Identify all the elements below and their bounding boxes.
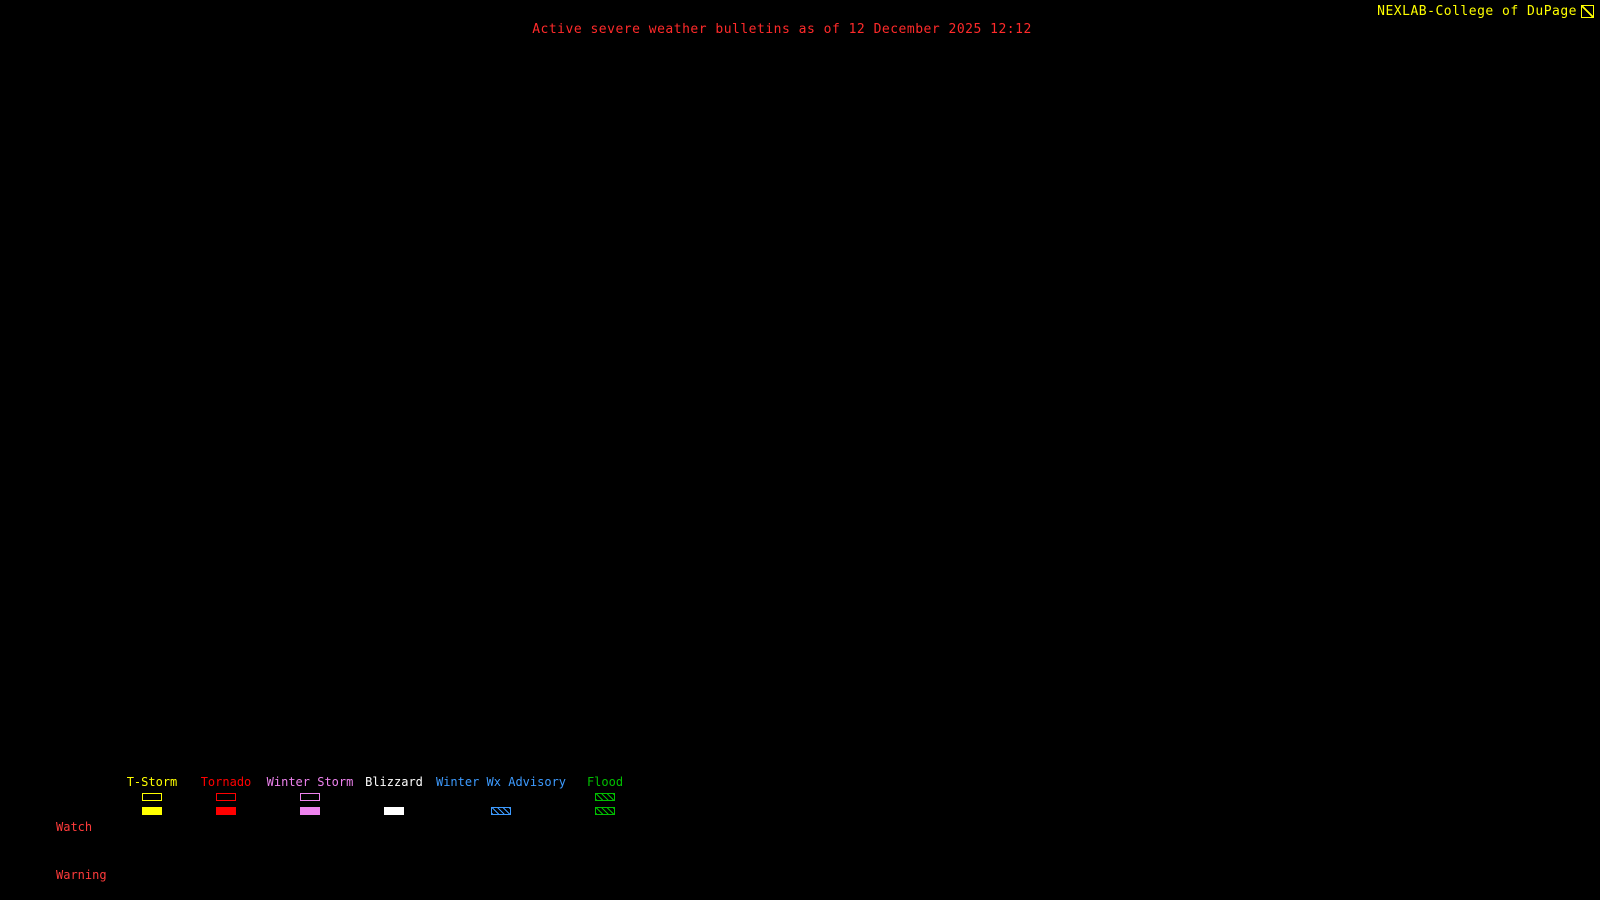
blizzard-warning-swatch xyxy=(384,807,404,815)
legend-col-label-tstorm: T-Storm xyxy=(126,775,178,789)
legend-col-tornado: Tornado xyxy=(196,776,256,815)
tstorm-watch-swatch xyxy=(142,793,162,801)
legend-col-blizzard: Blizzard xyxy=(364,776,424,815)
branding: NEXLAB-College of DuPage xyxy=(1377,4,1594,19)
winter-storm-warning-swatch xyxy=(300,807,320,815)
winter-storm-watch-swatch xyxy=(300,793,320,801)
legend-row-warning: Warning xyxy=(56,868,107,882)
legend-col-label-flood: Flood xyxy=(586,775,624,789)
legend-row-labels: Watch Warning xyxy=(56,787,107,900)
flood-warning-swatch xyxy=(595,807,615,815)
legend-col-label-winter-wx-advisory: Winter Wx Advisory xyxy=(435,775,567,789)
page-title: Active severe weather bulletins as of 12… xyxy=(532,22,1032,37)
legend-col-flood: Flood xyxy=(580,776,630,815)
legend-col-winter-storm: Winter Storm xyxy=(264,776,356,815)
tornado-watch-swatch xyxy=(216,793,236,801)
tstorm-warning-swatch xyxy=(142,807,162,815)
legend-col-winter-wx-advisory: Winter Wx Advisory xyxy=(433,776,569,815)
flood-watch-swatch xyxy=(595,793,615,801)
legend-col-tstorm: T-Storm xyxy=(122,776,182,815)
legend-col-label-winter-storm: Winter Storm xyxy=(266,775,354,789)
legend-col-label-blizzard: Blizzard xyxy=(365,775,423,789)
tornado-warning-swatch xyxy=(216,807,236,815)
winter-wx-advisory-warning-swatch xyxy=(491,807,511,815)
cod-logo-icon xyxy=(1581,5,1594,18)
legend-row-watch: Watch xyxy=(56,820,93,834)
legend: Watch Warning T-Storm Tornado Winter Sto… xyxy=(0,776,700,883)
branding-text: NEXLAB-College of DuPage xyxy=(1377,4,1577,19)
legend-col-label-tornado: Tornado xyxy=(200,775,252,789)
